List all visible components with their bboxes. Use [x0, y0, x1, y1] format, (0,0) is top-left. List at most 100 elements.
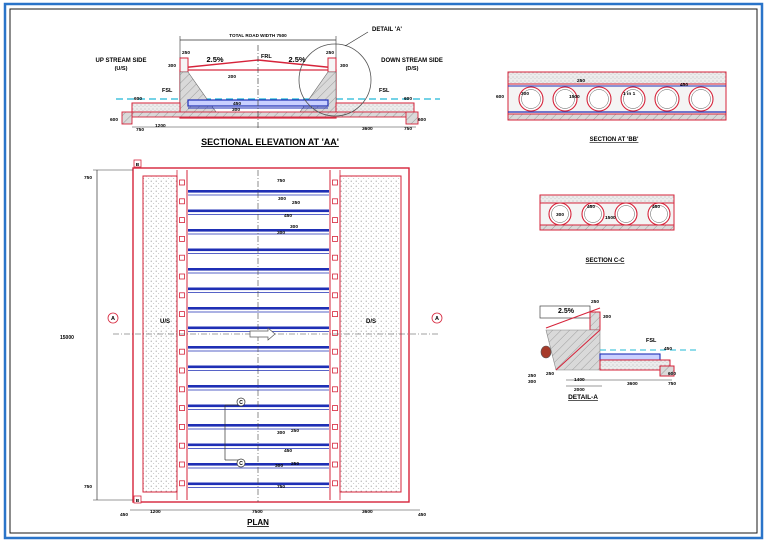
plan-post-left — [179, 198, 185, 205]
bb-pipe — [654, 86, 680, 112]
detail-dim-1400: 1400 — [574, 377, 585, 383]
plan-post-left — [179, 273, 185, 280]
bb-dim-300: 300 — [521, 91, 529, 97]
detail-a: 2.5% 250 300 FSL 450 250 300 250 1400 20… — [528, 299, 700, 401]
plan-dim-250: 250 — [292, 200, 300, 206]
detail-slope: 2.5% — [558, 308, 575, 315]
plan-pipe — [188, 443, 329, 447]
dim-250-left: 250 — [182, 50, 190, 56]
flow-arrow — [249, 327, 276, 341]
plan-post-left — [179, 292, 185, 299]
detail-parapet — [589, 311, 601, 331]
upstream-label: UP STREAM SIDE — [96, 58, 147, 64]
detail-apron — [599, 359, 671, 371]
slope-left: 2.5% — [206, 55, 223, 64]
dim-1200: 1200 — [155, 123, 166, 129]
plan-post-left — [179, 179, 185, 186]
bb-base — [507, 113, 727, 121]
bb-slope: 1 in 1 — [623, 91, 636, 97]
plan-post-right — [332, 461, 338, 468]
section-bb: 600 300 250 450 1500 1 in 1 SECTION AT '… — [496, 71, 727, 143]
detail-dim-450: 450 — [664, 346, 672, 352]
plan-post-left — [179, 235, 185, 242]
bb-pipe-inner — [555, 89, 575, 109]
section-c-top-letter: C — [239, 400, 243, 406]
plan-dim-750-inner-bottom: 750 — [277, 484, 285, 490]
plan-post-left — [179, 217, 185, 224]
plan-us-label: U/S — [160, 319, 170, 325]
plan-dim-1200: 1200 — [150, 509, 161, 515]
cc-dim-300: 300 — [556, 212, 564, 218]
detail-dim-3600: 3600 — [627, 381, 638, 387]
plan-pipe — [188, 482, 329, 486]
cc-base — [539, 224, 675, 231]
section-b-bottom-marker — [133, 495, 142, 504]
plan-post-right — [332, 348, 338, 355]
plan-dim-450-bottom-right: 450 — [418, 512, 426, 518]
plan-view: C C A A B B 15000 750 750 750 750 300 25… — [60, 159, 443, 527]
plan-title: PLAN — [247, 518, 269, 527]
inner-frame — [9, 8, 758, 534]
section-b-bottom-letter: B — [136, 498, 140, 504]
section-a-left-letter: A — [111, 316, 115, 322]
dim-300-left: 300 — [168, 63, 176, 69]
downstream-label: DOWN STREAM SIDE — [381, 58, 443, 64]
plan-dim-300: 300 — [278, 196, 286, 202]
apron-left — [131, 102, 181, 113]
plan-post-left — [179, 386, 185, 393]
cc-pipe-inner — [551, 205, 569, 223]
bb-pipe — [518, 86, 544, 112]
bb-pipes — [518, 86, 714, 112]
plan-pipe — [188, 248, 329, 252]
cc-pipe — [581, 202, 605, 226]
plan-post-right — [332, 198, 338, 205]
plan-dim-300b: 300 — [290, 224, 298, 230]
elevation-title: SECTIONAL ELEVATION AT 'AA' — [201, 137, 339, 147]
sectional-elevation: TOTAL ROAD WIDTH 7500 DETAIL 'A' UP STRE… — [96, 27, 443, 147]
plan-pipe — [188, 365, 329, 369]
cc-dim-450: 450 — [587, 204, 595, 210]
plan-post-right — [332, 367, 338, 374]
detail-title: DETAIL-A — [568, 394, 598, 401]
detail-dim-250: 250 — [591, 299, 599, 305]
plan-outline — [132, 167, 410, 503]
bb-dim-250: 250 — [577, 78, 585, 84]
plan-post-right — [332, 405, 338, 412]
plan-post-right — [332, 386, 338, 393]
foundation — [131, 111, 417, 118]
dim-300-mid: 300 — [232, 107, 240, 113]
plan-pipe — [188, 209, 329, 213]
detail-dim-750: 750 — [668, 381, 676, 387]
plan-dim-3600: 3600 — [362, 509, 373, 515]
parapet-right — [327, 57, 337, 73]
bb-top-slab — [507, 71, 727, 85]
upstream-abbrev: (U/S) — [115, 66, 128, 72]
plan-dim-7500: 7500 — [252, 509, 263, 515]
cc-dim-450b: 450 — [652, 204, 660, 210]
plan-dim-450c: 450 — [284, 448, 292, 454]
section-c-bottom-marker — [236, 458, 246, 468]
plan-ds-label: D/S — [366, 319, 376, 325]
cc-pipe — [548, 202, 572, 226]
cc-pipe-inner — [650, 205, 668, 223]
slope-right: 2.5% — [288, 55, 305, 64]
downstream-abbrev: (D/S) — [406, 66, 419, 72]
plan-dim-750-top: 750 — [84, 175, 92, 181]
plan-post-right — [332, 423, 338, 430]
plan-post-right — [332, 329, 338, 336]
cc-pipe-inner — [584, 205, 602, 223]
dim-750-right: 750 — [404, 126, 412, 132]
bb-pipe — [620, 86, 646, 112]
dim-250-right: 250 — [326, 50, 334, 56]
dim-3600: 3600 — [362, 126, 373, 132]
plan-dim-300e: 300 — [275, 463, 283, 469]
plan-dim-300c: 300 — [277, 230, 285, 236]
plan-pipe — [188, 385, 329, 388]
plan-dim-250d: 250 — [291, 461, 299, 467]
detail-fsl: FSL — [646, 338, 657, 344]
bb-pipe — [688, 86, 714, 112]
plan-pipe — [188, 307, 329, 310]
plan-dim-450-bottom-left: 450 — [120, 512, 128, 518]
section-b-top-letter: B — [136, 162, 140, 168]
